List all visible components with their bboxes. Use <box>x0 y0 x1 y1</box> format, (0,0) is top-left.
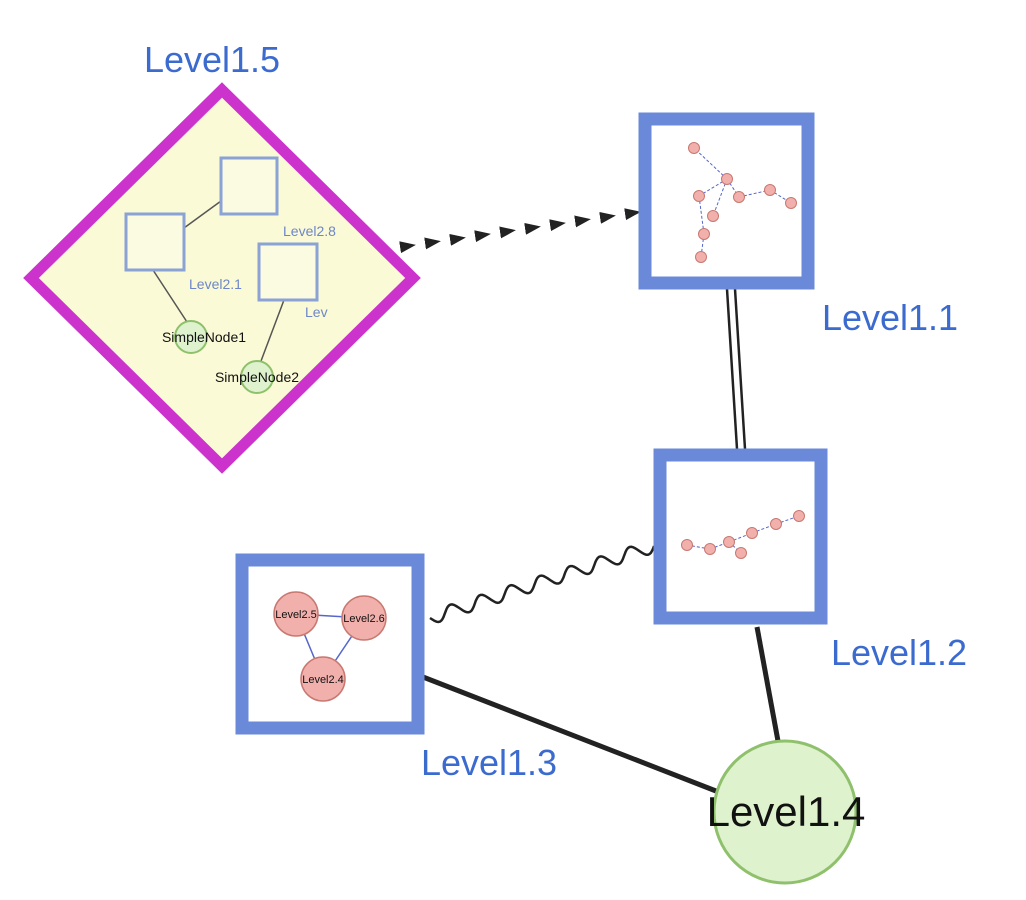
mini-node[interactable] <box>707 210 719 222</box>
node-level11 <box>638 112 815 290</box>
level15-label: Level1.5 <box>144 39 280 80</box>
mini-node[interactable] <box>704 543 716 555</box>
mini-node[interactable] <box>735 547 747 559</box>
node-level14: Level1.4 <box>707 739 866 885</box>
edges-layer <box>399 208 781 794</box>
edge-level12-to-level14[interactable] <box>754 626 781 742</box>
mini-node[interactable] <box>698 228 710 240</box>
level25-label: Level2.5 <box>275 609 317 621</box>
mini-node[interactable] <box>764 184 776 196</box>
level11-shape[interactable] <box>638 112 815 290</box>
mini-node[interactable] <box>785 197 797 209</box>
level12-mini-nodes <box>681 510 805 559</box>
mini-node[interactable] <box>770 518 782 530</box>
inner-edge-sq21-sq28 <box>183 200 222 229</box>
level14-label: Level1.4 <box>707 788 866 835</box>
mini-node[interactable] <box>746 527 758 539</box>
node-lev[interactable] <box>257 242 319 302</box>
lev-label: Lev <box>305 304 328 320</box>
level12-shape[interactable] <box>653 448 828 625</box>
inner-edge-lev-simple2 <box>260 299 285 362</box>
node-level24[interactable] <box>300 656 346 702</box>
edge-level11-to-level12[interactable] <box>725 288 747 450</box>
edge-squiggle[interactable] <box>429 545 656 624</box>
edge-level13-to-level14[interactable] <box>422 674 717 794</box>
node-level26[interactable] <box>341 595 387 641</box>
edge-level15-to-level11[interactable] <box>399 208 641 254</box>
inner-edge-sq21-simple1 <box>152 269 188 323</box>
double-line-2 <box>733 288 747 450</box>
node-level25[interactable] <box>273 591 319 637</box>
node-simplenode2[interactable] <box>240 360 274 394</box>
level24-label: Level2.4 <box>302 674 344 686</box>
level13-label: Level1.3 <box>421 742 557 783</box>
level26-label: Level2.6 <box>343 613 385 625</box>
mini-node[interactable] <box>681 539 693 551</box>
level14-shape[interactable] <box>712 739 858 885</box>
level28-label: Level2.8 <box>283 223 336 239</box>
level11-mini-nodes <box>688 142 797 263</box>
level13-shape[interactable] <box>235 553 425 735</box>
mini-node[interactable] <box>693 190 705 202</box>
level21-label: Level2.1 <box>189 276 242 292</box>
node-simplenode1[interactable] <box>174 320 208 354</box>
mini-node[interactable] <box>721 173 733 185</box>
level15-shape[interactable] <box>23 82 421 474</box>
node-level28[interactable] <box>219 156 279 216</box>
mini-node[interactable] <box>793 510 805 522</box>
mini-node[interactable] <box>723 536 735 548</box>
node-level15: Level2.8 Level2.1 Lev SimpleNode1 Simple… <box>23 82 421 474</box>
level12-label: Level1.2 <box>831 632 967 673</box>
mini-node[interactable] <box>695 251 707 263</box>
level11-label: Level1.1 <box>822 297 958 338</box>
node-level21[interactable] <box>124 212 186 272</box>
simplenode2-label: SimpleNode2 <box>215 369 299 385</box>
mini-node[interactable] <box>733 191 745 203</box>
simplenode1-label: SimpleNode1 <box>162 329 246 345</box>
double-line-1 <box>725 288 739 450</box>
mini-node[interactable] <box>688 142 700 154</box>
node-level12 <box>653 448 828 625</box>
node-level13: Level2.5 Level2.6 Level2.4 <box>235 553 425 735</box>
